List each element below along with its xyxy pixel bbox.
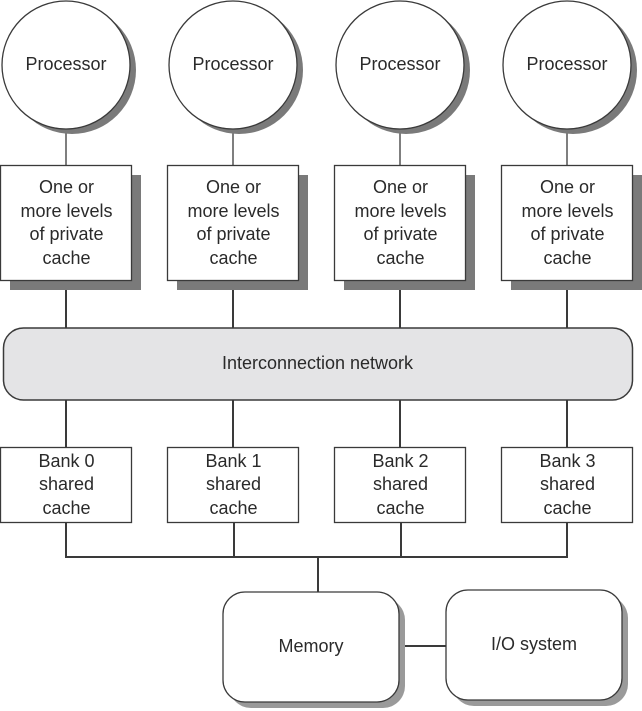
bank-box-1 (166, 446, 300, 524)
bank-line: Bank 2 (372, 450, 429, 471)
bank-line: Bank 0 (38, 450, 95, 471)
cache-line: cache (376, 247, 425, 268)
bank-box-2 (333, 446, 467, 524)
processor-1 (168, 0, 303, 134)
processor-circle (1, 0, 131, 130)
bank-box-0 (0, 446, 133, 524)
private-caches (0, 164, 642, 290)
cache-line: One or (38, 177, 95, 197)
processor-circle (168, 0, 298, 130)
bank-line: cache (376, 497, 425, 518)
processor-circle (502, 0, 632, 130)
bank-line: cache (42, 497, 91, 518)
processor-label-2: Processor (359, 54, 441, 75)
bank-line: cache (209, 497, 258, 518)
bank-label-2: Bank 2 shared cache (335, 449, 466, 521)
cache-line: of private (196, 224, 271, 244)
cache-line: of private (363, 224, 438, 244)
cache-line: more levels (354, 200, 447, 221)
bank-line: shared (38, 474, 95, 495)
bank-label-3: Bank 3 shared cache (502, 449, 633, 521)
private-cache-label-2: One or more levels of private cache (335, 175, 466, 271)
cache-line: cache (209, 247, 258, 268)
bank-line: cache (543, 497, 592, 518)
cache-line: of private (29, 224, 104, 244)
cache-line: cache (42, 247, 91, 268)
processor-label-1: Processor (192, 54, 274, 75)
cache-line: more levels (521, 200, 614, 221)
cache-line: more levels (20, 200, 113, 221)
memory-box (222, 591, 400, 703)
private-cache-label-0: One or more levels of private cache (1, 175, 132, 271)
processor-0 (1, 0, 136, 134)
bank-line: Bank 1 (205, 450, 262, 471)
cache-line: One or (539, 177, 596, 197)
shared-cache-banks (0, 446, 634, 524)
interconnection-network-box (2, 327, 634, 401)
private-cache-box-1 (166, 164, 300, 282)
bank-line: shared (372, 474, 429, 495)
bank-bus-line (65, 522, 568, 558)
processor-label-0: Processor (25, 54, 107, 75)
processor-label-3: Processor (526, 54, 608, 75)
cache-line: One or (372, 177, 429, 197)
io-system-label: I/O system (490, 634, 577, 655)
processors (1, 0, 637, 134)
private-cache-box-2 (333, 164, 467, 282)
private-cache-box-0 (0, 164, 133, 282)
io-system-box (445, 589, 623, 701)
processor-3 (502, 0, 637, 134)
cache-line: of private (530, 224, 605, 244)
processor-2 (335, 0, 470, 134)
cache-line: more levels (187, 200, 280, 221)
memory-label: Memory (278, 636, 344, 657)
bank-line: shared (205, 474, 262, 495)
bank-box-3 (500, 446, 634, 524)
private-cache-label-1: One or more levels of private cache (168, 175, 299, 271)
private-cache-label-3: One or more levels of private cache (502, 175, 633, 271)
cache-line: cache (543, 247, 592, 268)
bank-line: Bank 3 (539, 450, 596, 471)
interconnection-network-label: Interconnection network (221, 353, 414, 374)
bank-label-1: Bank 1 shared cache (168, 449, 299, 521)
processor-circle (335, 0, 465, 130)
private-cache-box-3 (500, 164, 634, 282)
bank-line: shared (539, 474, 596, 495)
bank-label-0: Bank 0 shared cache (1, 449, 132, 521)
cache-line: One or (205, 177, 262, 197)
